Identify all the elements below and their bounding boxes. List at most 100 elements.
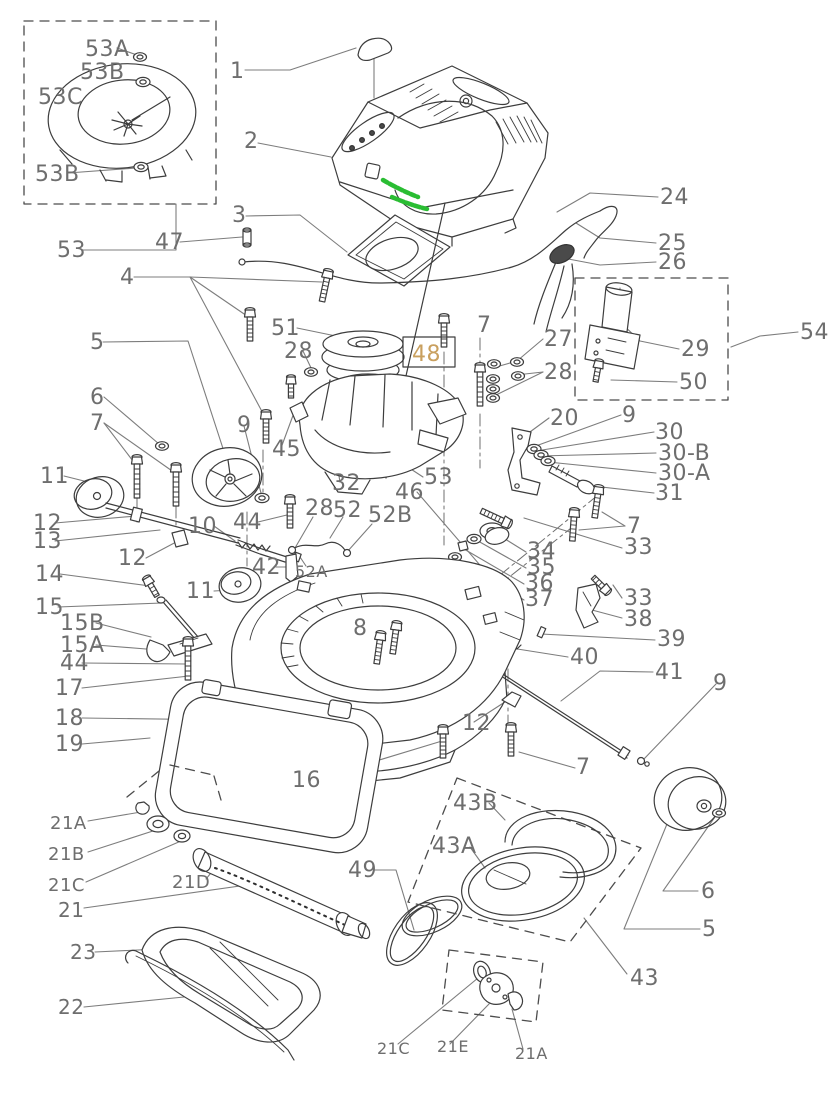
- part-label-10[interactable]: 10: [188, 514, 217, 539]
- part-label-53B[interactable]: 53B: [80, 60, 125, 85]
- part-label-23[interactable]: 23: [70, 940, 96, 964]
- part-label-18[interactable]: 18: [55, 706, 84, 731]
- roller-21d-group: [126, 764, 371, 940]
- ring-43a: [461, 846, 585, 922]
- part-label-9[interactable]: 9: [713, 671, 728, 696]
- part-label-49[interactable]: 49: [348, 858, 377, 883]
- part-label-6[interactable]: 6: [701, 879, 716, 904]
- part-label-47[interactable]: 47: [155, 230, 184, 255]
- part-label-53[interactable]: 53: [424, 465, 453, 490]
- part-label-37[interactable]: 37: [525, 587, 554, 612]
- part-label-14[interactable]: 14: [35, 562, 64, 587]
- part-label-21[interactable]: 21: [58, 898, 84, 922]
- part-label-21A[interactable]: 21A: [515, 1044, 548, 1063]
- part-label-15A[interactable]: 15A: [60, 633, 105, 658]
- part-label-4[interactable]: 4: [120, 265, 135, 290]
- part-label-11[interactable]: 11: [186, 579, 215, 604]
- part-label-41[interactable]: 41: [655, 660, 684, 685]
- part-label-5[interactable]: 5: [90, 330, 105, 355]
- part-label-30-B[interactable]: 30-B: [658, 441, 710, 466]
- part-label-27[interactable]: 27: [544, 327, 573, 352]
- grommet-25-26: [549, 244, 575, 264]
- part-label-51[interactable]: 51: [271, 316, 300, 341]
- part-label-22[interactable]: 22: [58, 995, 84, 1019]
- bolt-4b: [243, 307, 257, 342]
- part-label-21C[interactable]: 21C: [48, 875, 85, 896]
- part-label-21E[interactable]: 21E: [437, 1037, 469, 1056]
- part-label-17[interactable]: 17: [55, 676, 84, 701]
- part-label-21D[interactable]: 21D: [172, 872, 210, 893]
- part-label-43B[interactable]: 43B: [453, 791, 498, 816]
- part-label-3[interactable]: 3: [232, 203, 247, 228]
- bolt-7-top: [473, 362, 487, 407]
- part-label-44[interactable]: 44: [233, 510, 262, 535]
- part-label-16[interactable]: 16: [292, 768, 321, 793]
- washer-21c: [173, 829, 191, 843]
- part-label-30-A[interactable]: 30-A: [658, 461, 711, 486]
- part-label-53A[interactable]: 53A: [85, 37, 130, 62]
- part-label-11[interactable]: 11: [40, 464, 69, 489]
- part-label-35[interactable]: 35: [527, 555, 556, 580]
- part-label-6[interactable]: 6: [90, 385, 105, 410]
- part-label-12[interactable]: 12: [118, 546, 147, 571]
- part-label-15B[interactable]: 15B: [60, 611, 105, 636]
- part-label-12[interactable]: 12: [33, 511, 62, 536]
- part-label-45[interactable]: 45: [272, 437, 301, 462]
- part-label-13[interactable]: 13: [33, 529, 62, 554]
- part-label-39[interactable]: 39: [657, 627, 686, 652]
- part-label-5[interactable]: 5: [702, 917, 717, 942]
- hood-part-2: [331, 65, 549, 247]
- part-label-7[interactable]: 7: [477, 313, 492, 338]
- part-label-36[interactable]: 36: [525, 571, 554, 596]
- part-label-12[interactable]: 12: [462, 711, 491, 736]
- bolt-7-left2: [169, 462, 183, 507]
- part-label-19[interactable]: 19: [55, 732, 84, 757]
- part-label-32[interactable]: 32: [332, 471, 361, 496]
- part-label-33[interactable]: 33: [624, 535, 653, 560]
- part-label-21A[interactable]: 21A: [50, 813, 87, 834]
- part-label-52[interactable]: 52: [333, 498, 362, 523]
- part-label-43A[interactable]: 43A: [432, 834, 477, 859]
- part-label-28[interactable]: 28: [284, 339, 313, 364]
- part-label-48[interactable]: 48: [412, 342, 441, 367]
- part-label-28[interactable]: 28: [305, 496, 334, 521]
- part-label-7[interactable]: 7: [90, 411, 105, 436]
- part-label-46[interactable]: 46: [395, 480, 424, 505]
- part-label-54[interactable]: 54: [800, 320, 829, 345]
- screw-14: [140, 572, 162, 600]
- part-label-24[interactable]: 24: [660, 185, 689, 210]
- part-label-8[interactable]: 8: [353, 616, 368, 641]
- part-label-44[interactable]: 44: [60, 651, 89, 676]
- part-label-34[interactable]: 34: [527, 539, 556, 564]
- part-label-9[interactable]: 9: [237, 413, 252, 438]
- bolt-44-mid: [283, 494, 297, 529]
- part-label-38[interactable]: 38: [624, 607, 653, 632]
- part-label-31[interactable]: 31: [655, 481, 684, 506]
- part-label-25[interactable]: 25: [658, 231, 687, 256]
- part-label-53C[interactable]: 53C: [38, 85, 83, 110]
- part-label-52B[interactable]: 52B: [368, 503, 413, 528]
- part-label-9[interactable]: 9: [622, 403, 637, 428]
- part-label-30[interactable]: 30: [655, 420, 684, 445]
- part-label-21C[interactable]: 21C: [377, 1039, 410, 1058]
- part-label-53[interactable]: 53: [57, 238, 86, 263]
- part-label-21B[interactable]: 21B: [48, 844, 85, 865]
- nut-27b: [485, 374, 501, 384]
- part-label-28[interactable]: 28: [544, 360, 573, 385]
- part-label-26[interactable]: 26: [658, 250, 687, 275]
- part-label-42[interactable]: 42: [252, 555, 281, 580]
- part-label-15[interactable]: 15: [35, 595, 64, 620]
- part-label-20[interactable]: 20: [550, 406, 579, 431]
- part-label-29[interactable]: 29: [681, 337, 710, 362]
- part-label-50[interactable]: 50: [679, 370, 708, 395]
- part-label-40[interactable]: 40: [570, 645, 599, 670]
- part-label-43[interactable]: 43: [630, 966, 659, 991]
- part-label-2[interactable]: 2: [244, 129, 259, 154]
- part-label-1[interactable]: 1: [230, 59, 245, 84]
- nut-28a: [303, 367, 319, 377]
- part-label-52A[interactable]: 52A: [295, 562, 328, 581]
- part-label-7[interactable]: 7: [627, 514, 642, 539]
- part-label-33[interactable]: 33: [624, 586, 653, 611]
- part-label-53B[interactable]: 53B: [35, 162, 80, 187]
- part-label-7[interactable]: 7: [576, 755, 591, 780]
